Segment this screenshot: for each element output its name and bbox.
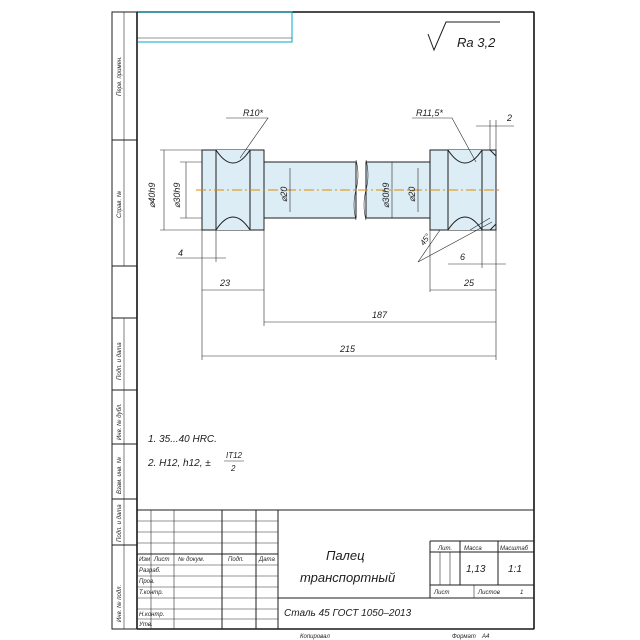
tb-name-line2: транспортный: [300, 570, 395, 585]
note-tolerance-den: 2: [230, 464, 236, 473]
horizontal-dimensions: [176, 218, 506, 360]
top-stamp-box: [136, 11, 293, 43]
tb-lit-label: Лит.: [437, 546, 452, 552]
note-tolerance-num: IT12: [226, 451, 243, 460]
side-label-vzam-inv: Взам. инв. №: [116, 456, 123, 494]
note-tolerance-prefix: 2. H12, h12, ±: [147, 458, 211, 469]
dim-d20-left: ⌀20: [279, 187, 289, 202]
dim-23: 23: [219, 278, 230, 288]
dim-2: 2: [506, 113, 512, 123]
tb-col-data: Дата: [258, 557, 275, 563]
tb-list-label: Лист: [433, 590, 449, 596]
dim-d30h9-left: ⌀30h9: [172, 183, 182, 208]
tb-col-ndokum: № докум.: [178, 556, 204, 563]
tb-listov-label: Листов: [477, 590, 500, 596]
dim-4: 4: [178, 248, 183, 258]
tb-razrab: Разраб.: [139, 568, 161, 574]
leader-r10: [226, 117, 269, 159]
tb-col-list: Лист: [153, 557, 169, 563]
dim-r115: R11,5*: [416, 108, 443, 118]
leader-r115: [412, 117, 477, 163]
tb-col-izm: Изм: [139, 557, 150, 563]
dim-r10: R10*: [243, 108, 264, 118]
dim-215: 215: [339, 344, 356, 354]
note-hardness: 1. 35...40 HRC.: [148, 434, 217, 445]
dim-6: 6: [460, 252, 465, 262]
side-label-perv-primen: Перв. примен.: [117, 56, 123, 96]
tb-masshtab-value: 1:1: [508, 564, 522, 575]
diameter-dimensions: [160, 149, 419, 231]
dim-angle: 45°: [418, 231, 433, 247]
side-label-inv-dubl: Инв. № дубл.: [116, 403, 123, 440]
dim-187: 187: [372, 310, 388, 320]
tb-prov: Пров.: [139, 579, 155, 585]
roughness-label: Ra 3,2: [457, 35, 496, 50]
tb-massa-value: 1,13: [466, 564, 486, 575]
dim-25: 25: [463, 278, 475, 288]
tb-kopiroval: Копировал: [300, 634, 330, 640]
tb-format-value: А4: [481, 634, 490, 640]
dim-2-lines: [476, 120, 514, 150]
side-label-sprav: Справ. №: [116, 190, 123, 218]
tb-name-line1: Палец: [326, 548, 365, 563]
dim-d40h9: ⌀40h9: [147, 183, 157, 208]
left-margin-strips: [111, 11, 138, 630]
tb-masshtab-label: Масштаб: [500, 546, 529, 552]
title-block-grid: [136, 509, 535, 630]
dim-d30h9-right: ⌀30h9: [381, 183, 391, 208]
roughness-symbol: [427, 21, 500, 52]
tb-material: Сталь 45 ГОСТ 1050–2013: [284, 608, 412, 619]
side-label-podp-data-2: Подп. и дата: [117, 504, 123, 542]
tb-nkontr: Н.контр.: [139, 612, 164, 618]
tb-listov-value: 1: [520, 590, 523, 596]
tb-format-label: Формат: [452, 634, 476, 640]
angle-45-lines: [417, 217, 493, 263]
side-label-inv-podl: Инв. № подл.: [116, 585, 123, 622]
tb-col-podp: Подп.: [228, 557, 244, 563]
tb-tkontr: Т.контр.: [139, 590, 163, 596]
dim-d20-right: ⌀20: [407, 187, 417, 202]
tb-massa-label: Масса: [464, 546, 482, 552]
side-label-podp-data-1: Подп. и дата: [117, 342, 123, 380]
tb-utv: Утв.: [138, 622, 153, 628]
outer-frame: [111, 11, 535, 630]
break-line-left: [353, 159, 359, 221]
